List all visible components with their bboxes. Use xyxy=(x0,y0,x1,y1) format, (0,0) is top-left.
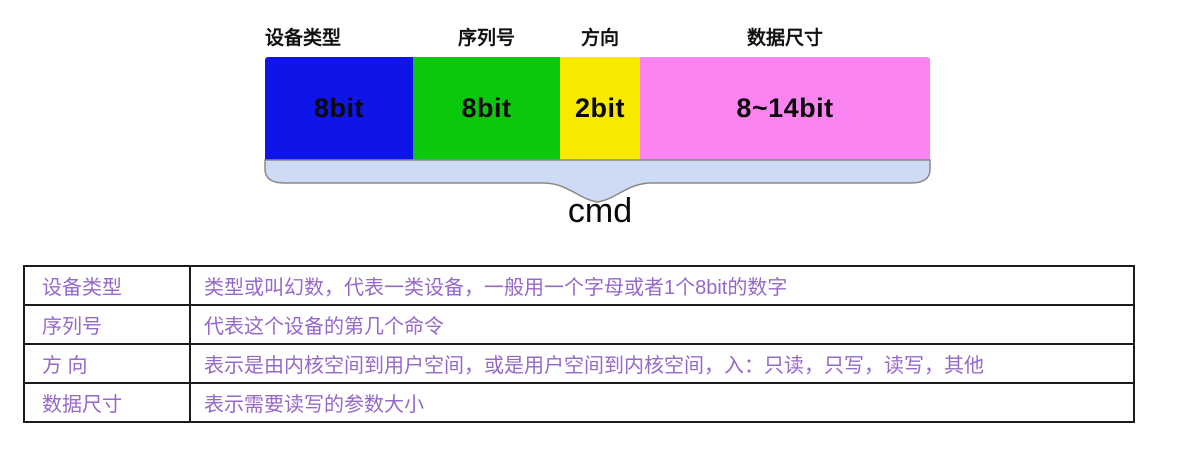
field-description-table: 设备类型 类型或叫幻数，代表一类设备，一般用一个字母或者1个8bit的数字 序列… xyxy=(23,265,1135,423)
description-cell: 类型或叫幻数，代表一类设备，一般用一个字母或者1个8bit的数字 xyxy=(189,265,1135,306)
table-row-device-type: 设备类型 类型或叫幻数，代表一类设备，一般用一个字母或者1个8bit的数字 xyxy=(23,265,1135,306)
table-row-data-size: 数据尺寸 表示需要读写的参数大小 xyxy=(23,382,1135,423)
block-direction-bits: 2bit xyxy=(574,93,625,123)
block-device-type-bits: 8bit xyxy=(313,93,364,123)
block-serial-number: 8bit xyxy=(413,57,560,160)
field-label-device-type: 设备类型 xyxy=(265,28,342,49)
field-label-direction: 方向 xyxy=(580,28,619,49)
term-cell: 数据尺寸 xyxy=(23,382,191,423)
term-cell: 序列号 xyxy=(23,304,191,345)
block-direction: 2bit xyxy=(560,57,640,160)
bitfield-blocks: 8bit 8bit 2bit 8~14bit xyxy=(265,57,930,160)
block-data-size-bits: 8~14bit xyxy=(736,93,834,123)
block-serial-number-bits: 8bit xyxy=(461,93,512,123)
table-row-direction: 方 向 表示是由内核空间到用户空间，或是用户空间到内核空间，入：只读，只写，读写… xyxy=(23,343,1135,384)
field-labels-row: 设备类型 序列号 方向 数据尺寸 xyxy=(265,24,930,54)
field-label-data-size: 数据尺寸 xyxy=(746,28,823,49)
block-data-size: 8~14bit xyxy=(640,57,930,160)
description-cell: 代表这个设备的第几个命令 xyxy=(189,304,1135,345)
cmd-caption: cmd xyxy=(567,192,633,230)
description-cell: 表示是由内核空间到用户空间，或是用户空间到内核空间，入：只读，只写，读写，其他 xyxy=(189,343,1135,384)
block-device-type: 8bit xyxy=(265,57,413,160)
underbrace-shape xyxy=(264,159,931,203)
table-row-serial-number: 序列号 代表这个设备的第几个命令 xyxy=(23,304,1135,345)
description-cell: 表示需要读写的参数大小 xyxy=(189,382,1135,423)
field-label-serial-number: 序列号 xyxy=(457,28,515,49)
term-cell: 方 向 xyxy=(23,343,191,384)
term-cell: 设备类型 xyxy=(23,265,191,306)
